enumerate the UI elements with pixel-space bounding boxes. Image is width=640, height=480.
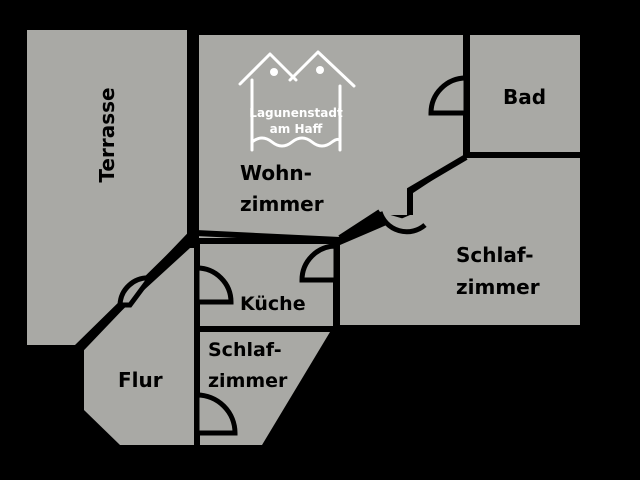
logo-text-line2: am Haff: [270, 122, 323, 136]
door-kueche-left: [194, 265, 234, 305]
room-terrasse: [27, 30, 187, 345]
doors: [117, 75, 469, 436]
label-wohnzimmer-line2: zimmer: [240, 192, 324, 216]
window-icon: [270, 68, 278, 76]
logo-lagunenstadt: Lagunenstadt am Haff: [238, 50, 356, 152]
door-schlafzimmer-right: [377, 211, 427, 235]
room-flur: [84, 248, 196, 445]
label-bad: Bad: [503, 85, 546, 109]
label-kueche: Küche: [240, 293, 306, 315]
logo-text-line1: Lagunenstadt: [249, 106, 343, 120]
window-icon: [316, 66, 324, 74]
door-terrasse: [117, 275, 155, 308]
label-schlafzimmer-right-line1: Schlaf-: [456, 243, 534, 267]
door-kueche-right: [299, 243, 339, 283]
label-flur: Flur: [118, 368, 163, 392]
label-wohnzimmer-line1: Wohn-: [240, 161, 312, 185]
room-wohnzimmer: [199, 35, 466, 238]
room-schlafzimmer-right: [340, 158, 580, 325]
label-schlafzimmer-left-line1: Schlaf-: [208, 339, 282, 361]
door-bad: [428, 75, 469, 116]
label-terrasse: Terrasse: [95, 87, 119, 182]
label-schlafzimmer-left-line2: zimmer: [208, 370, 288, 392]
room-kueche: [200, 244, 336, 327]
label-schlafzimmer-right-line2: zimmer: [456, 275, 540, 299]
door-schlafzimmer-left: [194, 392, 238, 436]
room-bad: [470, 35, 580, 152]
